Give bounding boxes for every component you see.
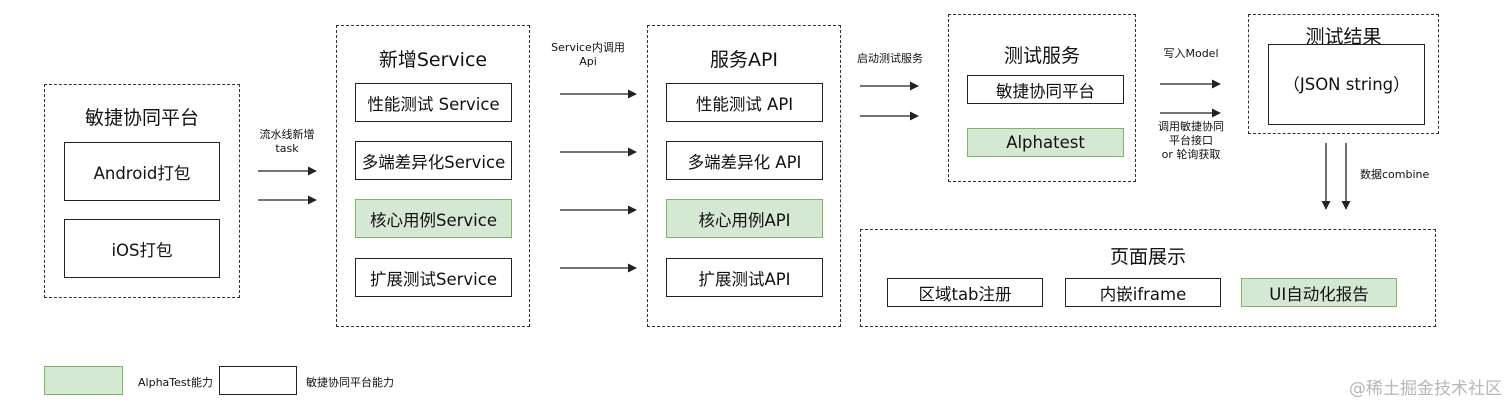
ext-test-service-box: 扩展测试Service [355,258,512,297]
perf-test-api-box: 性能测试 API [666,83,823,122]
test-service-platform-box: 敏捷协同平台 [967,75,1124,104]
region-tab-box: 区域tab注册 [887,278,1043,307]
test-service-alphatest-box: Alphatest [967,128,1124,157]
ios-build-box: iOS打包 [64,219,220,278]
legend-platform-label: 敏捷协同平台能力 [306,376,394,389]
core-case-api-box: 核心用例API [666,199,823,238]
ext-test-api-box: 扩展测试API [666,258,823,297]
api-group-title: 服务API [709,49,779,71]
display-group: 页面展示 区域tab注册 内嵌iframe UI自动化报告 [860,229,1436,327]
watermark: @稀土掘金技术社区 [1349,379,1502,399]
test-service-group-title: 测试服务 [1003,45,1080,67]
embedded-iframe-box: 内嵌iframe [1065,278,1221,307]
label-data-combine: 数据combine [1360,168,1430,181]
test-service-group: 测试服务 敏捷协同平台 Alphatest [948,14,1136,182]
multi-diff-api-box: 多端差异化 API [666,141,823,180]
platform-group-title: 敏捷协同平台 [84,107,199,129]
multi-diff-service-box: 多端差异化Service [355,141,512,180]
result-group: 测试结果 （JSON string） [1248,14,1439,134]
api-group: 服务API 性能测试 API 多端差异化 API 核心用例API 扩展测试API [647,25,841,327]
label-start-test-service: 启动测试服务 [857,52,923,65]
result-group-title: 测试结果 [1305,26,1382,48]
json-result-box: （JSON string） [1268,44,1425,125]
label-pipeline-task: 流水线新增 task [259,128,315,155]
legend-platform-swatch [219,366,297,395]
legend-alphatest-swatch [44,366,123,395]
label-call-platform: 调用敏捷协同 平台接口 or 轮询获取 [1158,120,1224,161]
perf-test-service-box: 性能测试 Service [355,83,512,122]
service-group: 新增Service 性能测试 Service 多端差异化Service 核心用例… [336,25,530,327]
android-build-box: Android打包 [64,142,220,201]
service-group-title: 新增Service [378,49,488,71]
legend-alphatest-label: AlphaTest能力 [138,376,213,389]
label-service-call-api: Service内调用 Api [551,41,625,68]
ui-auto-report-box: UI自动化报告 [1241,278,1397,307]
label-write-model: 写入Model [1163,47,1219,60]
core-case-service-box: 核心用例Service [355,199,512,238]
display-group-title: 页面展示 [1109,246,1186,268]
platform-group: 敏捷协同平台 Android打包 iOS打包 [44,84,240,298]
